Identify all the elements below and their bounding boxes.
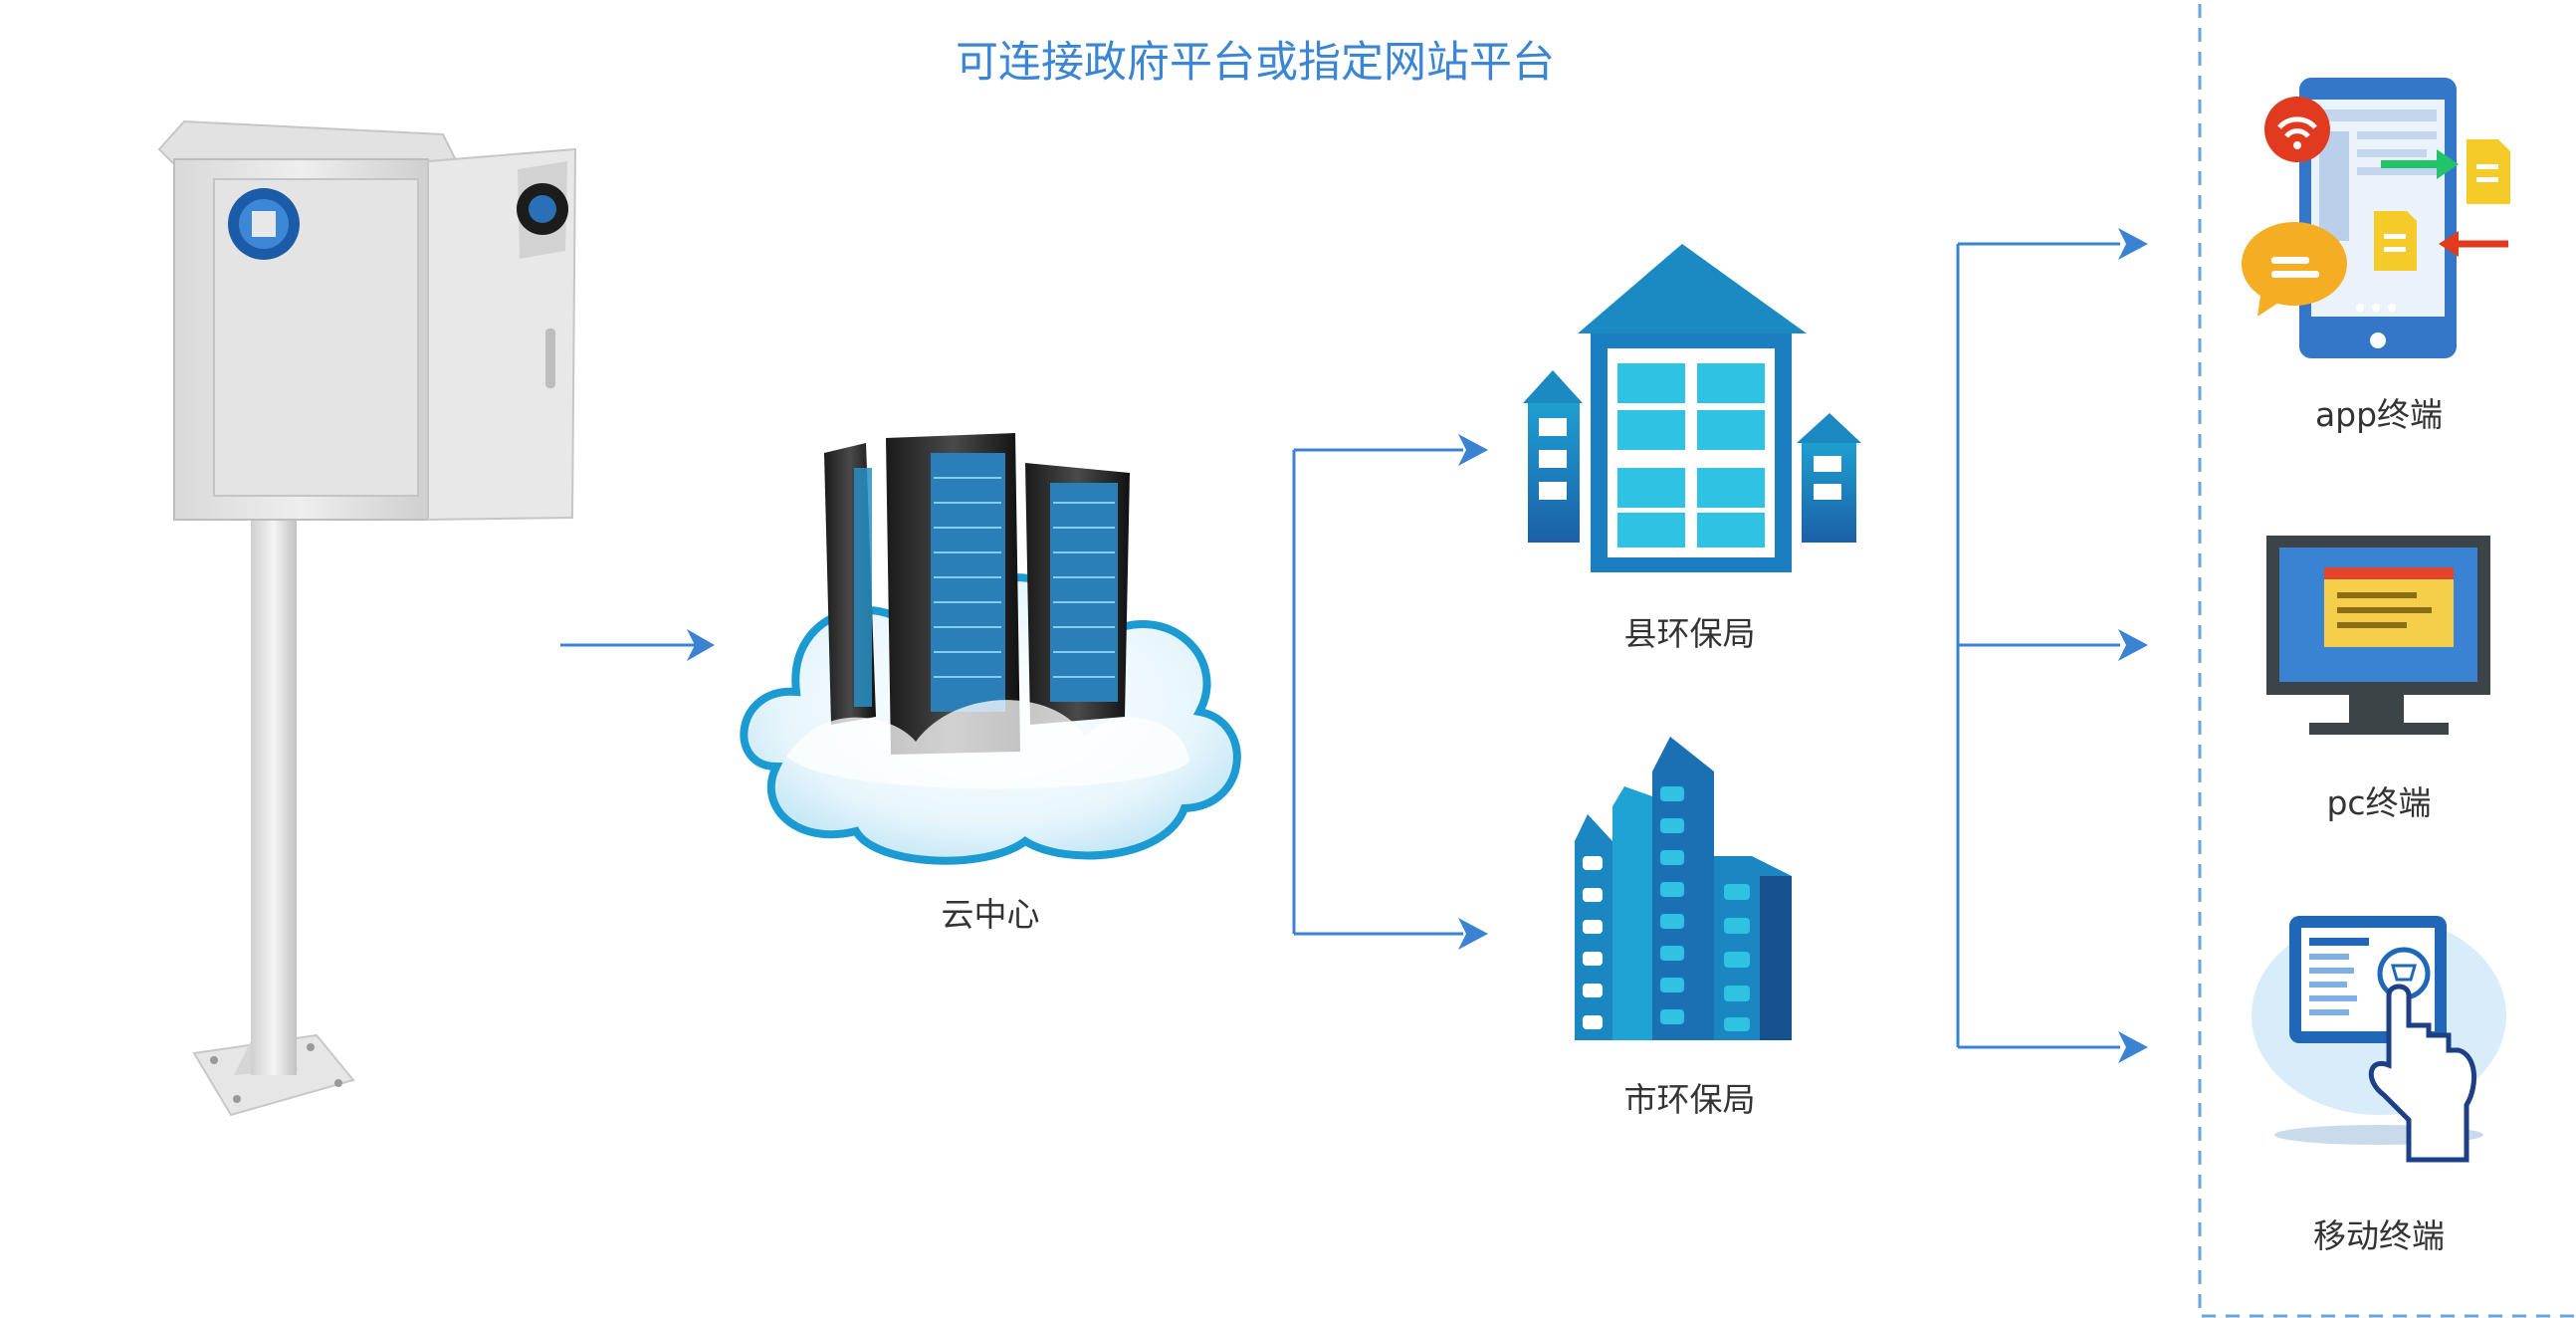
mobile-terminal-label: 移动终端 [2313, 1216, 2445, 1255]
pc-terminal-label: pc终端 [2326, 783, 2432, 822]
cloud-center-label: 云中心 [941, 895, 1040, 934]
office-building-icon [1523, 244, 1861, 572]
city-towers-icon [1575, 737, 1792, 1040]
terminals-dashed-box [2198, 0, 2576, 1318]
mobile-app-icon [2242, 78, 2510, 358]
desktop-monitor-icon [2266, 536, 2490, 735]
app-terminal-label: app终端 [2314, 395, 2444, 434]
page-title: 可连接政府平台或指定网站平台 [956, 38, 1555, 88]
county-epb-label: 县环保局 [1623, 614, 1756, 653]
arrows-cloud-to-bureaus [1292, 434, 1488, 950]
arrow-device-to-cloud [560, 629, 715, 661]
tablet-touch-icon [2252, 916, 2506, 1163]
arrows-to-terminals [1956, 228, 2148, 1063]
monitoring-cabinet-icon [157, 119, 577, 1117]
city-epb-label: 市环保局 [1623, 1080, 1756, 1119]
cloud-server-icon [740, 433, 1241, 865]
